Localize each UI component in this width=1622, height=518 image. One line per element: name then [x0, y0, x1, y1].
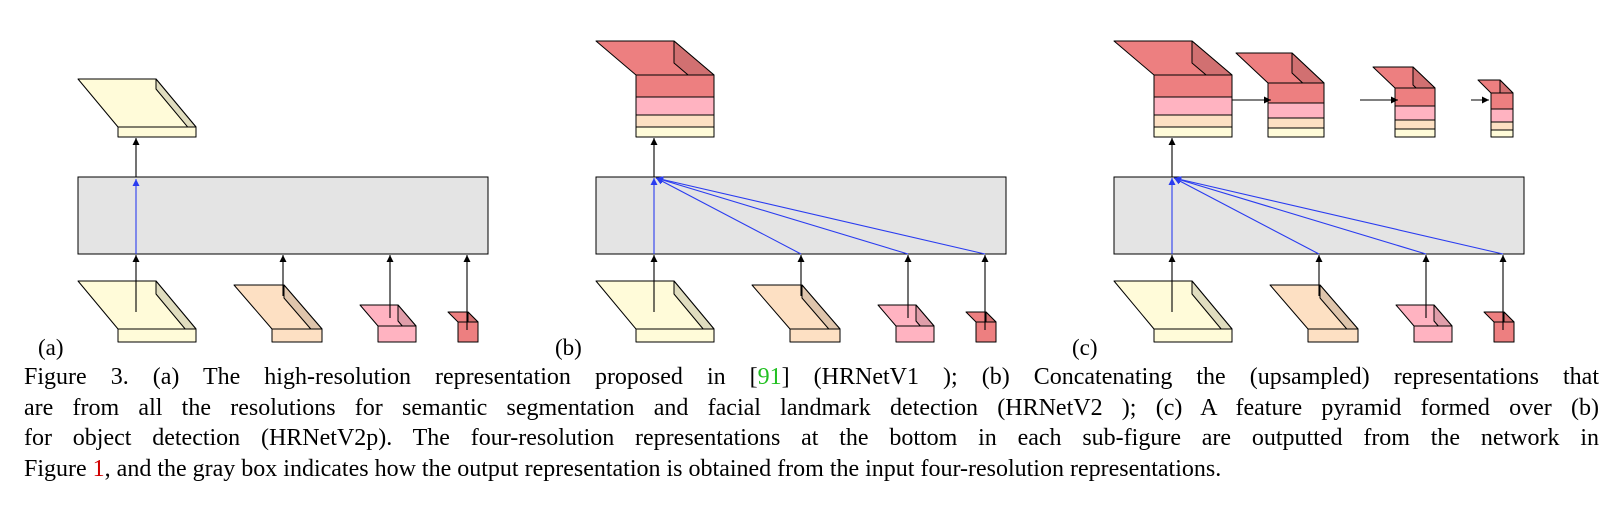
- caption-text-1a: Figure 3. (a) The high-resolution repres…: [24, 364, 758, 390]
- caption-text-4b: , and the gray box indicates how the out…: [104, 455, 1222, 482]
- figure-caption: Figure 3. (a) The high-resolution repres…: [24, 362, 1599, 484]
- slab-top: [77, 78, 197, 128]
- slab-front: [895, 325, 935, 343]
- stack-layer-1: [1394, 128, 1436, 138]
- stack-layer-4: [1490, 92, 1514, 110]
- output-concatenated-stack: [1113, 40, 1233, 138]
- slab-front: [271, 328, 323, 343]
- caption-line-3: for object detection (HRNetV2p). The fou…: [24, 425, 1599, 451]
- panel-c-diagram: [1113, 40, 1525, 343]
- stack-layer-2: [635, 114, 715, 128]
- blue-arrow-4: [655, 176, 986, 255]
- input-resolution-2: [233, 284, 323, 343]
- slab-front: [635, 328, 715, 343]
- slab-front: [975, 321, 997, 343]
- panel-label-c: (c): [1072, 335, 1098, 360]
- stack-layer-1: [1153, 126, 1233, 138]
- slab-top: [1113, 280, 1233, 330]
- stack-layer-2: [1394, 119, 1436, 130]
- stack-layer-2: [1490, 121, 1514, 131]
- stack-layer-4: [1267, 82, 1325, 104]
- input-resolution-3: [359, 304, 417, 343]
- slab-front: [117, 126, 197, 138]
- stack-layer-4: [635, 74, 715, 98]
- stack-layer-3: [1394, 105, 1436, 121]
- stack-layer-4: [1153, 74, 1233, 98]
- panel-b-diagram: [595, 40, 1007, 343]
- input-resolution-4: [447, 311, 479, 343]
- caption-line-1: Figure 3. (a) The high-resolution repres…: [24, 362, 1599, 393]
- input-resolution-1: [77, 280, 197, 343]
- stack-layer-1: [1490, 129, 1514, 138]
- slab-front: [117, 328, 197, 343]
- stack-layer-2: [1267, 117, 1325, 129]
- stack-layer-3: [635, 96, 715, 116]
- input-resolution-3: [877, 304, 935, 343]
- input-resolution-2: [1269, 284, 1359, 343]
- caption-line-4: Figure 1, and the gray box indicates how…: [24, 454, 1599, 485]
- stack-layer-4: [1394, 87, 1436, 107]
- output-concatenated-stack: [595, 40, 715, 138]
- pyramid-level-4: [1477, 79, 1514, 138]
- fusion-gray-box: [77, 176, 489, 255]
- caption-line-2: are from all the resolutions for semanti…: [24, 394, 1599, 421]
- stack-layer-2: [1153, 114, 1233, 128]
- input-resolution-2: [751, 284, 841, 343]
- blue-arrow-2: [1173, 177, 1320, 255]
- slab-front: [457, 321, 479, 343]
- fusion-gray-box: [1113, 176, 1525, 255]
- panel-label-b: (b): [555, 335, 582, 360]
- slab-top: [595, 280, 715, 330]
- fusion-gray-box: [595, 176, 1007, 255]
- input-resolution-1: [1113, 280, 1233, 343]
- panel-a-diagram: [77, 78, 489, 343]
- stack-layer-3: [1153, 96, 1233, 116]
- blue-arrow-3: [1173, 176, 1427, 255]
- pyramid-level-3: [1372, 66, 1436, 138]
- slab-front: [1493, 321, 1515, 343]
- input-resolution-3: [1395, 304, 1453, 343]
- slab-front: [789, 328, 841, 343]
- blue-arrow-2: [655, 177, 802, 255]
- output-high-resolution: [77, 78, 197, 138]
- caption-text-4a: Figure: [24, 455, 93, 482]
- input-resolution-4: [965, 311, 997, 343]
- stack-layer-3: [1267, 102, 1325, 119]
- slab-front: [1153, 328, 1233, 343]
- pyramid-level-2: [1235, 52, 1325, 138]
- slab-front: [1413, 325, 1453, 343]
- slab-top: [77, 280, 197, 330]
- stack-layer-1: [635, 126, 715, 138]
- figure-3-diagram: [77, 40, 1525, 343]
- panel-label-a: (a): [38, 335, 64, 360]
- input-resolution-1: [595, 280, 715, 343]
- input-resolution-4: [1483, 311, 1515, 343]
- stack-layer-1: [1267, 127, 1325, 138]
- slab-front: [377, 325, 417, 343]
- blue-arrow-4: [1173, 176, 1504, 255]
- slab-front: [1307, 328, 1359, 343]
- caption-text-1b: ] (HRNetV1 ); (b) Concatenating the (ups…: [781, 364, 1599, 390]
- blue-arrow-3: [655, 176, 909, 255]
- citation-link-91[interactable]: 91: [757, 364, 782, 390]
- figure-link-1[interactable]: 1: [92, 455, 105, 482]
- stack-layer-3: [1490, 108, 1514, 123]
